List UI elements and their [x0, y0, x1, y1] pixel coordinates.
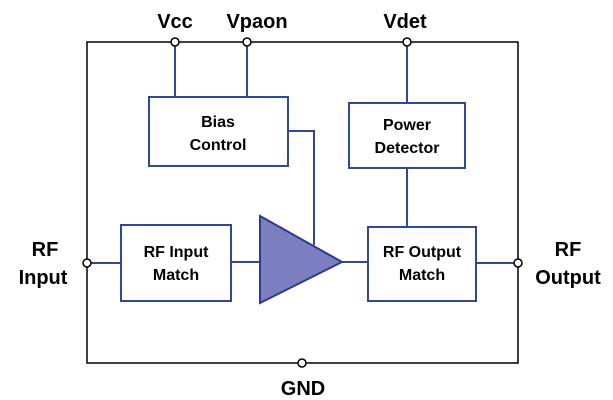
vpaon-pin-icon — [242, 37, 252, 47]
vdet-pin-icon — [402, 37, 412, 47]
bias-control-label-line1: Bias — [201, 114, 235, 131]
power-detector-block — [348, 102, 466, 169]
rf-input-match-block — [120, 224, 232, 302]
rf-output-pin-icon — [513, 258, 523, 268]
rf-output-label-line1: RF — [555, 239, 582, 261]
rf-input-pin-icon — [82, 258, 92, 268]
rf-output-label-line2: Output — [535, 267, 601, 289]
bias-to-amplifier-wire — [288, 130, 315, 245]
vdet-label: Vdet — [383, 11, 427, 33]
package-outline — [86, 41, 519, 364]
rf-input-label-line1: RF — [32, 239, 59, 261]
vpaon-label: Vpaon — [226, 11, 287, 33]
rf-output-match-label-line1: RF Output — [383, 244, 462, 261]
vcc-pin-icon — [170, 37, 180, 47]
rf-input-label-line2: Input — [19, 267, 68, 289]
bias-control-label-line2: Control — [190, 137, 247, 154]
amplifier-icon — [259, 214, 345, 305]
rf-input-match-label-line2: Match — [153, 267, 199, 284]
power-detector-label-line2: Detector — [375, 140, 440, 157]
gnd-pin-icon — [297, 358, 307, 368]
gnd-label: GND — [281, 378, 325, 400]
rf-output-match-block — [367, 226, 477, 302]
vcc-label: Vcc — [157, 11, 193, 33]
power-detector-label-line1: Power — [383, 117, 431, 134]
rf-output-match-label-line2: Match — [399, 267, 445, 284]
rf-input-match-label-line1: RF Input — [144, 244, 210, 261]
bias-control-block — [148, 96, 289, 167]
